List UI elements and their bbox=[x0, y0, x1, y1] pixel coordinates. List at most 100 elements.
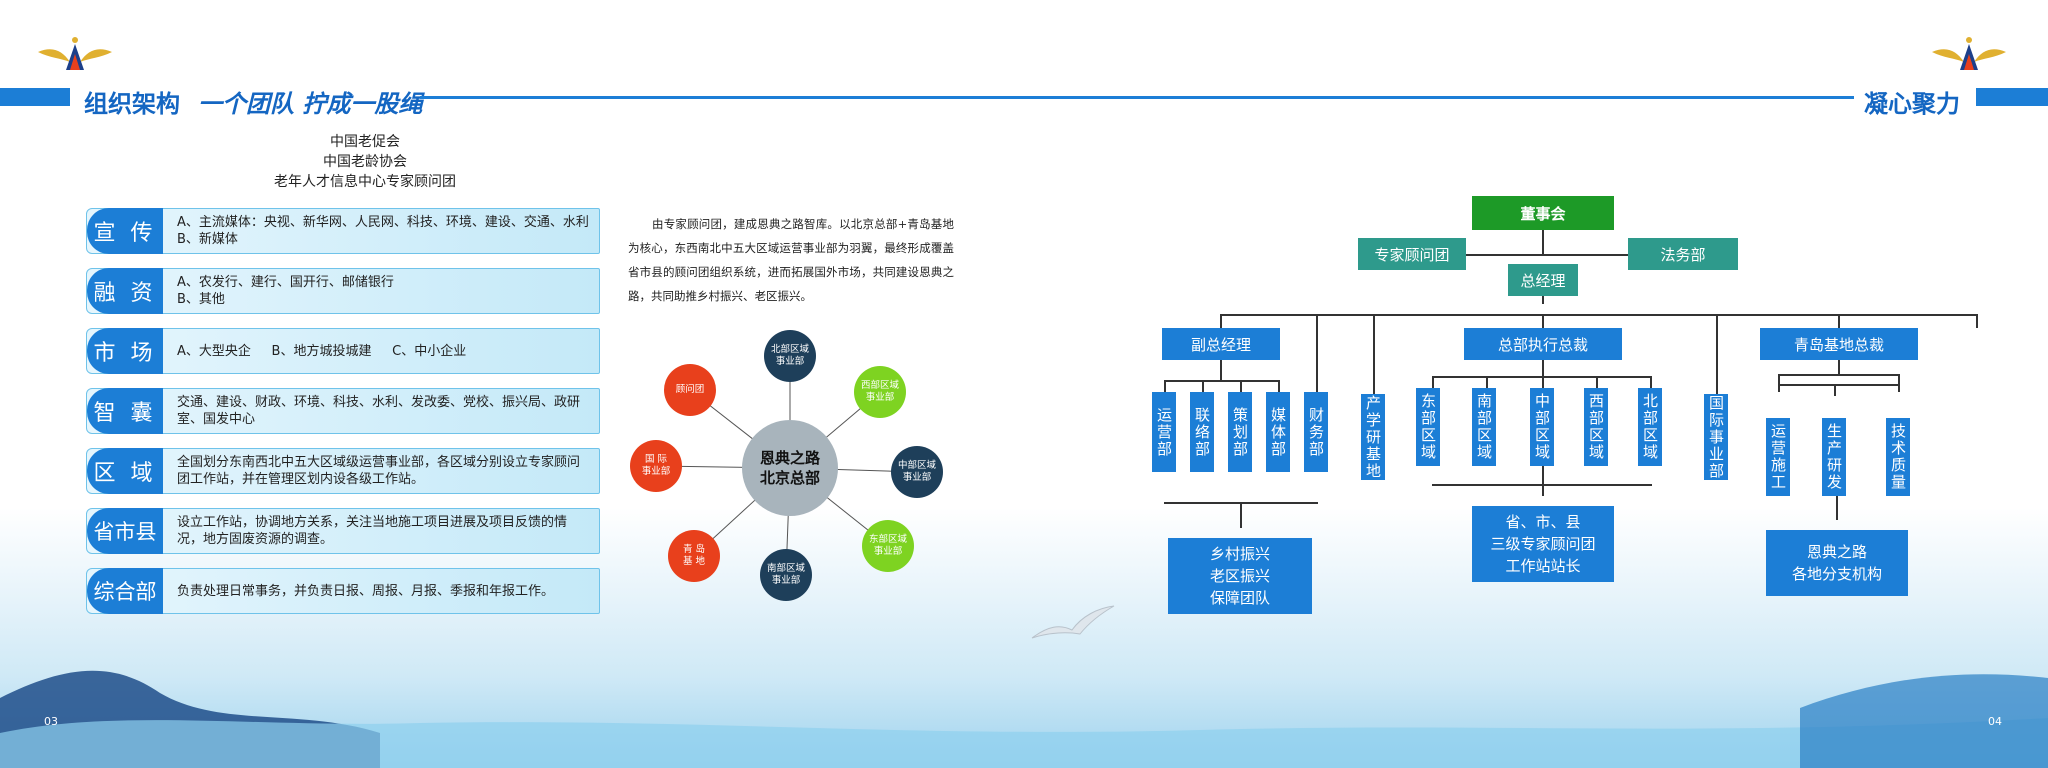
hub-node-south: 南部区域 事业部 bbox=[760, 549, 812, 601]
function-row-financing: 融 资 A、农发行、建行、国开行、邮储银行 B、其他 bbox=[86, 268, 600, 314]
legal-dept-box: 法务部 bbox=[1628, 238, 1738, 270]
function-desc: 全国划分东南西北中五大区域级运营事业部，各区域分别设立专家顾问团工作站，并在管理… bbox=[177, 455, 581, 487]
connector bbox=[1650, 376, 1652, 388]
function-desc: 交通、建设、财政、环境、科技、水利、发改委、党校、振兴局、政研室、国发中心 bbox=[177, 395, 581, 427]
region-central: 中部区域 bbox=[1530, 388, 1554, 466]
organization-name: 老年人才信息中心专家顾问团 bbox=[274, 174, 456, 190]
function-desc: A、农发行、建行、国开行、邮储银行 B、其他 bbox=[177, 275, 394, 307]
connector bbox=[1220, 314, 1222, 328]
connector bbox=[1432, 376, 1434, 388]
region-south: 南部区域 bbox=[1472, 388, 1496, 466]
function-list: 宣 传 A、主流媒体：央视、新华网、人民网、科技、环境、建设、交通、水利 B、新… bbox=[86, 208, 600, 628]
board-box: 董事会 bbox=[1472, 196, 1614, 230]
hub-node-advisors: 顾问团 bbox=[664, 364, 716, 416]
support-team-box: 乡村振兴 老区振兴 保障团队 bbox=[1168, 538, 1312, 614]
connector bbox=[1778, 374, 1900, 376]
org-chart: 董事会 专家顾问团 法务部 总经理 副总经理 总部执行总裁 青岛基地总裁 运营部… bbox=[1140, 190, 1978, 630]
function-tag: 市 场 bbox=[87, 328, 163, 374]
advisors-box: 专家顾问团 bbox=[1358, 238, 1466, 270]
connector bbox=[1220, 314, 1978, 316]
connector bbox=[1596, 376, 1598, 388]
hub-center-node: 恩典之路 北京总部 bbox=[742, 420, 838, 516]
page-number-left: 03 bbox=[44, 715, 58, 728]
connector bbox=[1542, 314, 1544, 328]
connector bbox=[1542, 466, 1544, 496]
dept-industry-base: 产学研基地 bbox=[1361, 394, 1385, 480]
region-west: 西部区域 bbox=[1584, 388, 1608, 466]
dept-operations: 运营部 bbox=[1152, 392, 1176, 472]
connector bbox=[1836, 496, 1838, 520]
logo-emblem-left bbox=[38, 37, 112, 70]
connector bbox=[1716, 314, 1718, 404]
executive-president-box: 总部执行总裁 bbox=[1464, 328, 1622, 360]
function-desc: A、大型央企 B、地方城投城建 C、中小企业 bbox=[177, 343, 467, 359]
hub-node-north: 北部区域 事业部 bbox=[764, 330, 816, 382]
function-tag: 综合部 bbox=[87, 568, 163, 614]
branches-box: 恩典之路 各地分支机构 bbox=[1766, 530, 1908, 596]
connector bbox=[1164, 380, 1166, 392]
header-divider bbox=[420, 96, 1854, 99]
function-tag: 智 囊 bbox=[87, 388, 163, 434]
connector bbox=[1838, 314, 1840, 328]
dept-construction: 运营施工 bbox=[1766, 418, 1790, 496]
connector bbox=[1240, 380, 1242, 392]
dept-media: 媒体部 bbox=[1266, 392, 1290, 472]
region-east: 东部区域 bbox=[1416, 388, 1440, 466]
function-tag: 宣 传 bbox=[87, 208, 163, 254]
function-desc: 设立工作站，协调地方关系，关注当地施工项目进展及项目反馈的情况，地方固废资源的调… bbox=[177, 515, 568, 547]
connector bbox=[1164, 380, 1280, 382]
organization-list: 中国老促会 中国老龄协会 老年人才信息中心专家顾问团 bbox=[230, 132, 500, 192]
function-desc: A、主流媒体：央视、新华网、人民网、科技、环境、建设、交通、水利 B、新媒体 bbox=[177, 215, 589, 247]
connector bbox=[1542, 360, 1544, 388]
connector bbox=[1240, 502, 1242, 528]
connector bbox=[1316, 314, 1318, 424]
connector bbox=[1220, 360, 1222, 380]
function-tag: 区 域 bbox=[87, 448, 163, 494]
hub-node-east: 东部区域 事业部 bbox=[862, 520, 914, 572]
header-accent-left bbox=[0, 88, 70, 106]
general-manager-box: 总经理 bbox=[1508, 264, 1578, 296]
connector bbox=[1202, 380, 1204, 392]
station-heads-box: 省、市、县 三级专家顾问团 工作站站长 bbox=[1472, 506, 1614, 582]
function-tag: 省市县 bbox=[87, 508, 163, 554]
page-title-left: 组织架构 bbox=[84, 90, 180, 118]
connector bbox=[1542, 230, 1544, 254]
connector bbox=[1778, 384, 1900, 386]
hub-node-west: 西部区域 事业部 bbox=[854, 366, 906, 418]
seagull-icon bbox=[1031, 605, 1115, 639]
function-row-publicity: 宣 传 A、主流媒体：央视、新华网、人民网、科技、环境、建设、交通、水利 B、新… bbox=[86, 208, 600, 254]
hub-node-qingdao: 青 岛 基 地 bbox=[668, 530, 720, 582]
region-north: 北部区域 bbox=[1638, 388, 1662, 466]
connector bbox=[1838, 360, 1840, 374]
intro-paragraph: 由专家顾问团，建成恩典之路智库。以北京总部+青岛基地为核心，东西南北中五大区域运… bbox=[628, 217, 954, 303]
dept-quality: 技术质量 bbox=[1886, 418, 1910, 496]
organization-name: 中国老龄协会 bbox=[323, 154, 407, 170]
page-slogan: 一个团队 拧成一股绳 bbox=[198, 89, 423, 118]
dept-finance: 财务部 bbox=[1304, 392, 1328, 472]
connector bbox=[1432, 376, 1652, 378]
connector bbox=[1898, 374, 1900, 392]
connector bbox=[1278, 380, 1280, 392]
organization-name: 中国老促会 bbox=[330, 134, 400, 150]
connector bbox=[1466, 254, 1628, 256]
function-row-province: 省市县 设立工作站，协调地方关系，关注当地施工项目进展及项目反馈的情况，地方固废… bbox=[86, 508, 600, 554]
dept-liaison: 联络部 bbox=[1190, 392, 1214, 472]
logo-emblem-right bbox=[1932, 37, 2006, 70]
qingdao-president-box: 青岛基地总裁 bbox=[1760, 328, 1918, 360]
function-desc: 负责处理日常事务，并负责日报、周报、月报、季报和年报工作。 bbox=[177, 583, 555, 599]
hub-diagram: 恩典之路 北京总部 北部区域 事业部 西部区域 事业部 中部区域 事业部 东部区… bbox=[620, 320, 960, 601]
dept-planning: 策划部 bbox=[1228, 392, 1252, 472]
hub-node-international: 国 际 事业部 bbox=[630, 440, 682, 492]
mountain-landscape bbox=[0, 670, 2048, 768]
connector bbox=[1834, 384, 1836, 396]
vice-gm-box: 副总经理 bbox=[1162, 328, 1280, 360]
connector bbox=[1778, 374, 1780, 392]
dept-international: 国际事业部 bbox=[1704, 394, 1728, 480]
page-number-right: 04 bbox=[1988, 715, 2002, 728]
function-row-market: 市 场 A、大型央企 B、地方城投城建 C、中小企业 bbox=[86, 328, 600, 374]
function-row-general: 综合部 负责处理日常事务，并负责日报、周报、月报、季报和年报工作。 bbox=[86, 568, 600, 614]
connector bbox=[1486, 376, 1488, 388]
header-accent-right bbox=[1976, 88, 2048, 106]
dept-rnd: 生产研发 bbox=[1822, 418, 1846, 496]
page-title-right: 凝心聚力 bbox=[1864, 90, 1960, 118]
